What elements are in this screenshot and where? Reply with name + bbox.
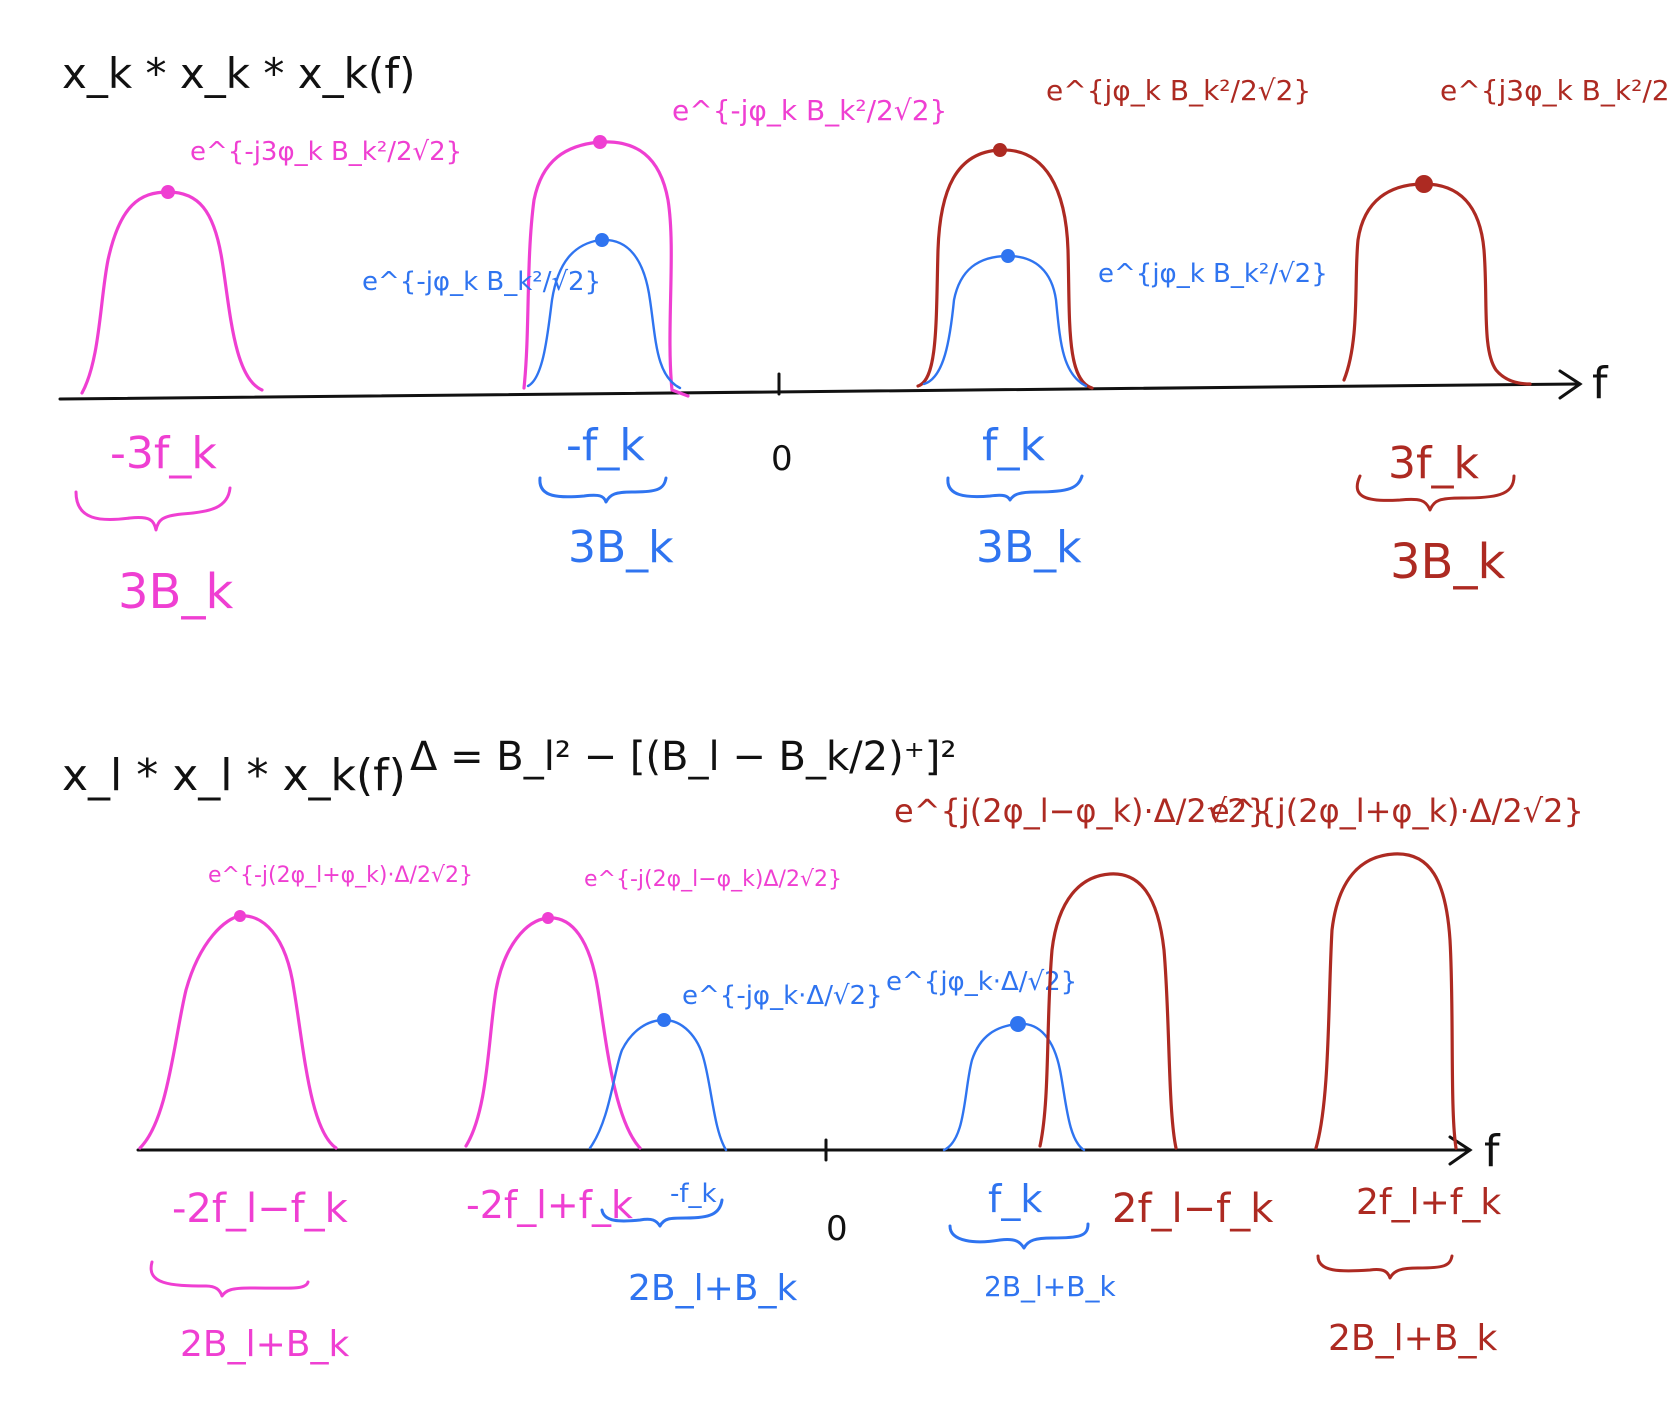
bottom-peak-2 bbox=[542, 912, 554, 924]
top-bump-fk-red bbox=[916, 148, 1094, 390]
bottom-width-3: 2B_l+B_k bbox=[628, 1268, 797, 1309]
top-origin-label: 0 bbox=[771, 439, 793, 479]
top-center-pos3fk: 3f_k bbox=[1388, 438, 1479, 489]
bottom-phase-4: e^{jφ_k·Δ/√2} bbox=[886, 967, 1077, 997]
top-peak-pos3fk bbox=[1415, 175, 1433, 193]
bottom-peak-3 bbox=[657, 1013, 671, 1027]
bottom-bump-2 bbox=[464, 916, 642, 1150]
top-axis-arrow bbox=[1558, 369, 1583, 400]
top-phase-negfk-pink: e^{-jφ_k B_k²/2√2} bbox=[672, 94, 947, 127]
bottom-axis-label: f bbox=[1484, 1126, 1501, 1177]
bottom-phase-1: e^{-j(2φ_l+φ_k)·Δ/2√2} bbox=[208, 863, 473, 888]
top-peak-negfk-blue bbox=[595, 233, 609, 247]
top-peak-negfk-pink bbox=[593, 135, 607, 149]
top-peak-fk-blue bbox=[1001, 249, 1015, 263]
top-width-negfk: 3B_k bbox=[568, 522, 674, 573]
bottom-peak-4 bbox=[1010, 1016, 1026, 1032]
bottom-center-1: -2f_l−f_k bbox=[172, 1186, 349, 1232]
top-brace-neg3fk bbox=[74, 486, 232, 532]
bottom-phase-3: e^{-jφ_k·Δ/√2} bbox=[682, 981, 883, 1011]
bottom-center-3: -f_k bbox=[670, 1179, 717, 1209]
bottom-origin-label: 0 bbox=[826, 1209, 848, 1249]
bottom-bump-4 bbox=[942, 1022, 1086, 1152]
bottom-width-4: 2B_l+B_k bbox=[984, 1270, 1116, 1303]
bottom-phase-5: e^{j(2φ_l−φ_k)·Δ/2√2} bbox=[894, 792, 1268, 830]
top-axis-label: f bbox=[1592, 358, 1609, 409]
top-width-neg3fk: 3B_k bbox=[118, 564, 233, 620]
top-axis bbox=[58, 382, 1582, 401]
top-title: x_k * x_k * x_k(f) bbox=[62, 49, 416, 98]
bottom-brace-1 bbox=[149, 1260, 310, 1298]
bottom-width-1: 2B_l+B_k bbox=[180, 1324, 349, 1365]
top-peak-fk-red bbox=[993, 143, 1007, 157]
top-center-fk: f_k bbox=[982, 420, 1045, 471]
bottom-center-5: 2f_l−f_k bbox=[1112, 1186, 1274, 1232]
top-phase-negfk-blue: e^{-jφ_k B_k²/√2} bbox=[362, 267, 601, 297]
bottom-brace-6 bbox=[1316, 1254, 1454, 1280]
top-phase-neg3fk: e^{-j3φ_k B_k²/2√2} bbox=[190, 137, 462, 167]
bottom-brace-4 bbox=[948, 1222, 1090, 1250]
top-center-negfk: -f_k bbox=[566, 420, 645, 471]
bottom-bump-1 bbox=[138, 914, 338, 1150]
top-center-neg3fk: -3f_k bbox=[110, 428, 217, 479]
bottom-center-2: -2f_l+f_k bbox=[466, 1183, 633, 1227]
bottom-bump-5 bbox=[1038, 872, 1178, 1150]
top-bump-pos3fk bbox=[1342, 182, 1532, 386]
top-brace-negfk bbox=[538, 476, 668, 504]
bottom-phase-6: e^{j(2φ_l+φ_k)·Δ/2√2} bbox=[1210, 792, 1584, 830]
top-bump-fk-blue bbox=[922, 254, 1088, 388]
top-brace-fk bbox=[946, 474, 1084, 502]
bottom-brace-3 bbox=[600, 1198, 724, 1228]
top-bump-neg3fk bbox=[80, 190, 264, 395]
top-phase-fk-red: e^{jφ_k B_k²/2√2} bbox=[1046, 74, 1311, 107]
top-width-fk: 3B_k bbox=[976, 522, 1082, 573]
bottom-width-6: 2B_l+B_k bbox=[1328, 1318, 1497, 1359]
bottom-title: x_l * x_l * x_k(f) bbox=[62, 750, 406, 801]
top-peak-neg3fk bbox=[161, 185, 175, 199]
bottom-bump-3 bbox=[588, 1018, 728, 1152]
bottom-peak-1 bbox=[234, 910, 246, 922]
bottom-phase-2: e^{-j(2φ_l−φ_k)Δ/2√2} bbox=[584, 867, 842, 892]
top-width-pos3fk: 3B_k bbox=[1390, 534, 1505, 590]
bottom-bump-6 bbox=[1314, 852, 1458, 1150]
top-bump-negfk-blue bbox=[526, 238, 682, 390]
bottom-center-4: f_k bbox=[988, 1177, 1042, 1221]
top-brace-pos3fk bbox=[1355, 474, 1516, 512]
bottom-center-6: 2f_l+f_k bbox=[1356, 1182, 1501, 1223]
top-phase-fk-blue: e^{jφ_k B_k²/√2} bbox=[1098, 259, 1328, 289]
top-phase-pos3fk: e^{j3φ_k B_k²/2√2} bbox=[1440, 74, 1668, 107]
bottom-delta-def: Δ = B_l² − [(B_l − B_k/2)⁺]² bbox=[410, 734, 956, 780]
